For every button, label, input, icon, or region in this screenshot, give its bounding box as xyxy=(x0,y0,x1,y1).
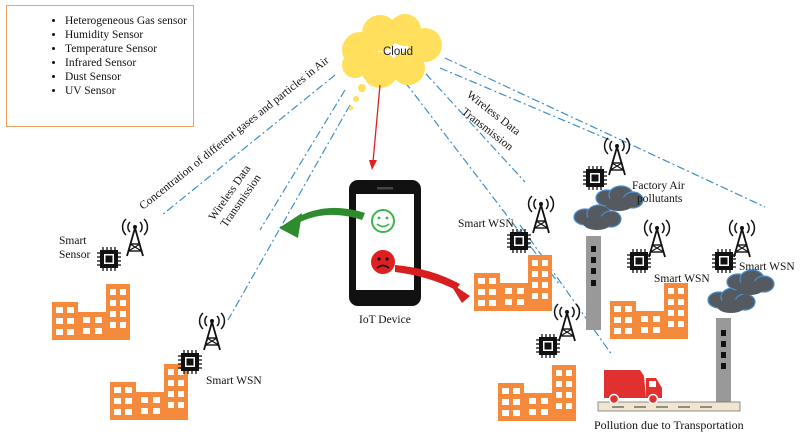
antenna-icon xyxy=(728,219,756,258)
antenna-icon xyxy=(121,218,149,257)
chip-icon xyxy=(711,248,737,274)
pollution-label: Pollution due to Transportation xyxy=(594,418,744,432)
legend-item: Temperature Sensor xyxy=(65,42,200,56)
chip-icon xyxy=(96,246,122,272)
chip-icon xyxy=(582,165,608,191)
building-icon xyxy=(110,364,188,420)
building-icon xyxy=(610,283,688,339)
iot-device-label: IoT Device xyxy=(359,314,411,326)
happy-face-icon xyxy=(371,209,395,233)
road xyxy=(597,401,741,412)
antenna-icon xyxy=(198,312,226,351)
truck-icon xyxy=(604,370,662,405)
legend-item: Heterogeneous Gas sensor xyxy=(65,14,200,28)
antenna-icon xyxy=(553,303,581,342)
green-arrow xyxy=(279,207,365,238)
chip-icon xyxy=(626,248,652,274)
smart-wsn-label: Smart WSN xyxy=(739,261,795,273)
legend-item: UV Sensor xyxy=(65,84,200,98)
cloud-label: Cloud xyxy=(383,46,413,58)
smart-wsn-label: Smart WSN xyxy=(206,375,262,387)
legend-item: Humidity Sensor xyxy=(65,28,200,42)
building-icon xyxy=(474,255,552,311)
chimney-icon xyxy=(586,236,601,330)
antenna-icon xyxy=(603,137,631,176)
legend-box: Heterogeneous Gas sensor Humidity Sensor… xyxy=(6,5,194,127)
phone-icon xyxy=(349,180,421,306)
factory-label-1: Factory Air xyxy=(632,180,685,192)
chip-icon xyxy=(535,333,561,359)
factory-label-2: pollutants xyxy=(637,193,683,205)
legend-list: Heterogeneous Gas sensor Humidity Sensor… xyxy=(51,14,200,98)
legend-item: Dust Sensor xyxy=(65,70,200,84)
legend-item: Infrared Sensor xyxy=(65,56,200,70)
chimney-icon xyxy=(716,318,731,410)
sad-face-icon xyxy=(371,250,395,274)
downlink-arrow xyxy=(369,84,381,170)
smart-wsn-label: Smart WSN xyxy=(654,273,710,285)
chip-icon xyxy=(506,228,532,254)
cloud-icon xyxy=(342,14,442,111)
wireless-links xyxy=(161,57,766,356)
smart-wsn-label: Smart WSN xyxy=(458,218,514,230)
red-arrow xyxy=(395,265,470,303)
chip-icon xyxy=(177,349,203,375)
building-icon xyxy=(498,365,576,421)
antenna-icon xyxy=(643,219,671,258)
smart-sensor-label-1: Smart xyxy=(59,235,87,247)
smart-sensor-label-2: Sensor xyxy=(59,249,91,261)
building-icon xyxy=(52,284,130,340)
antenna-icon xyxy=(527,195,555,234)
